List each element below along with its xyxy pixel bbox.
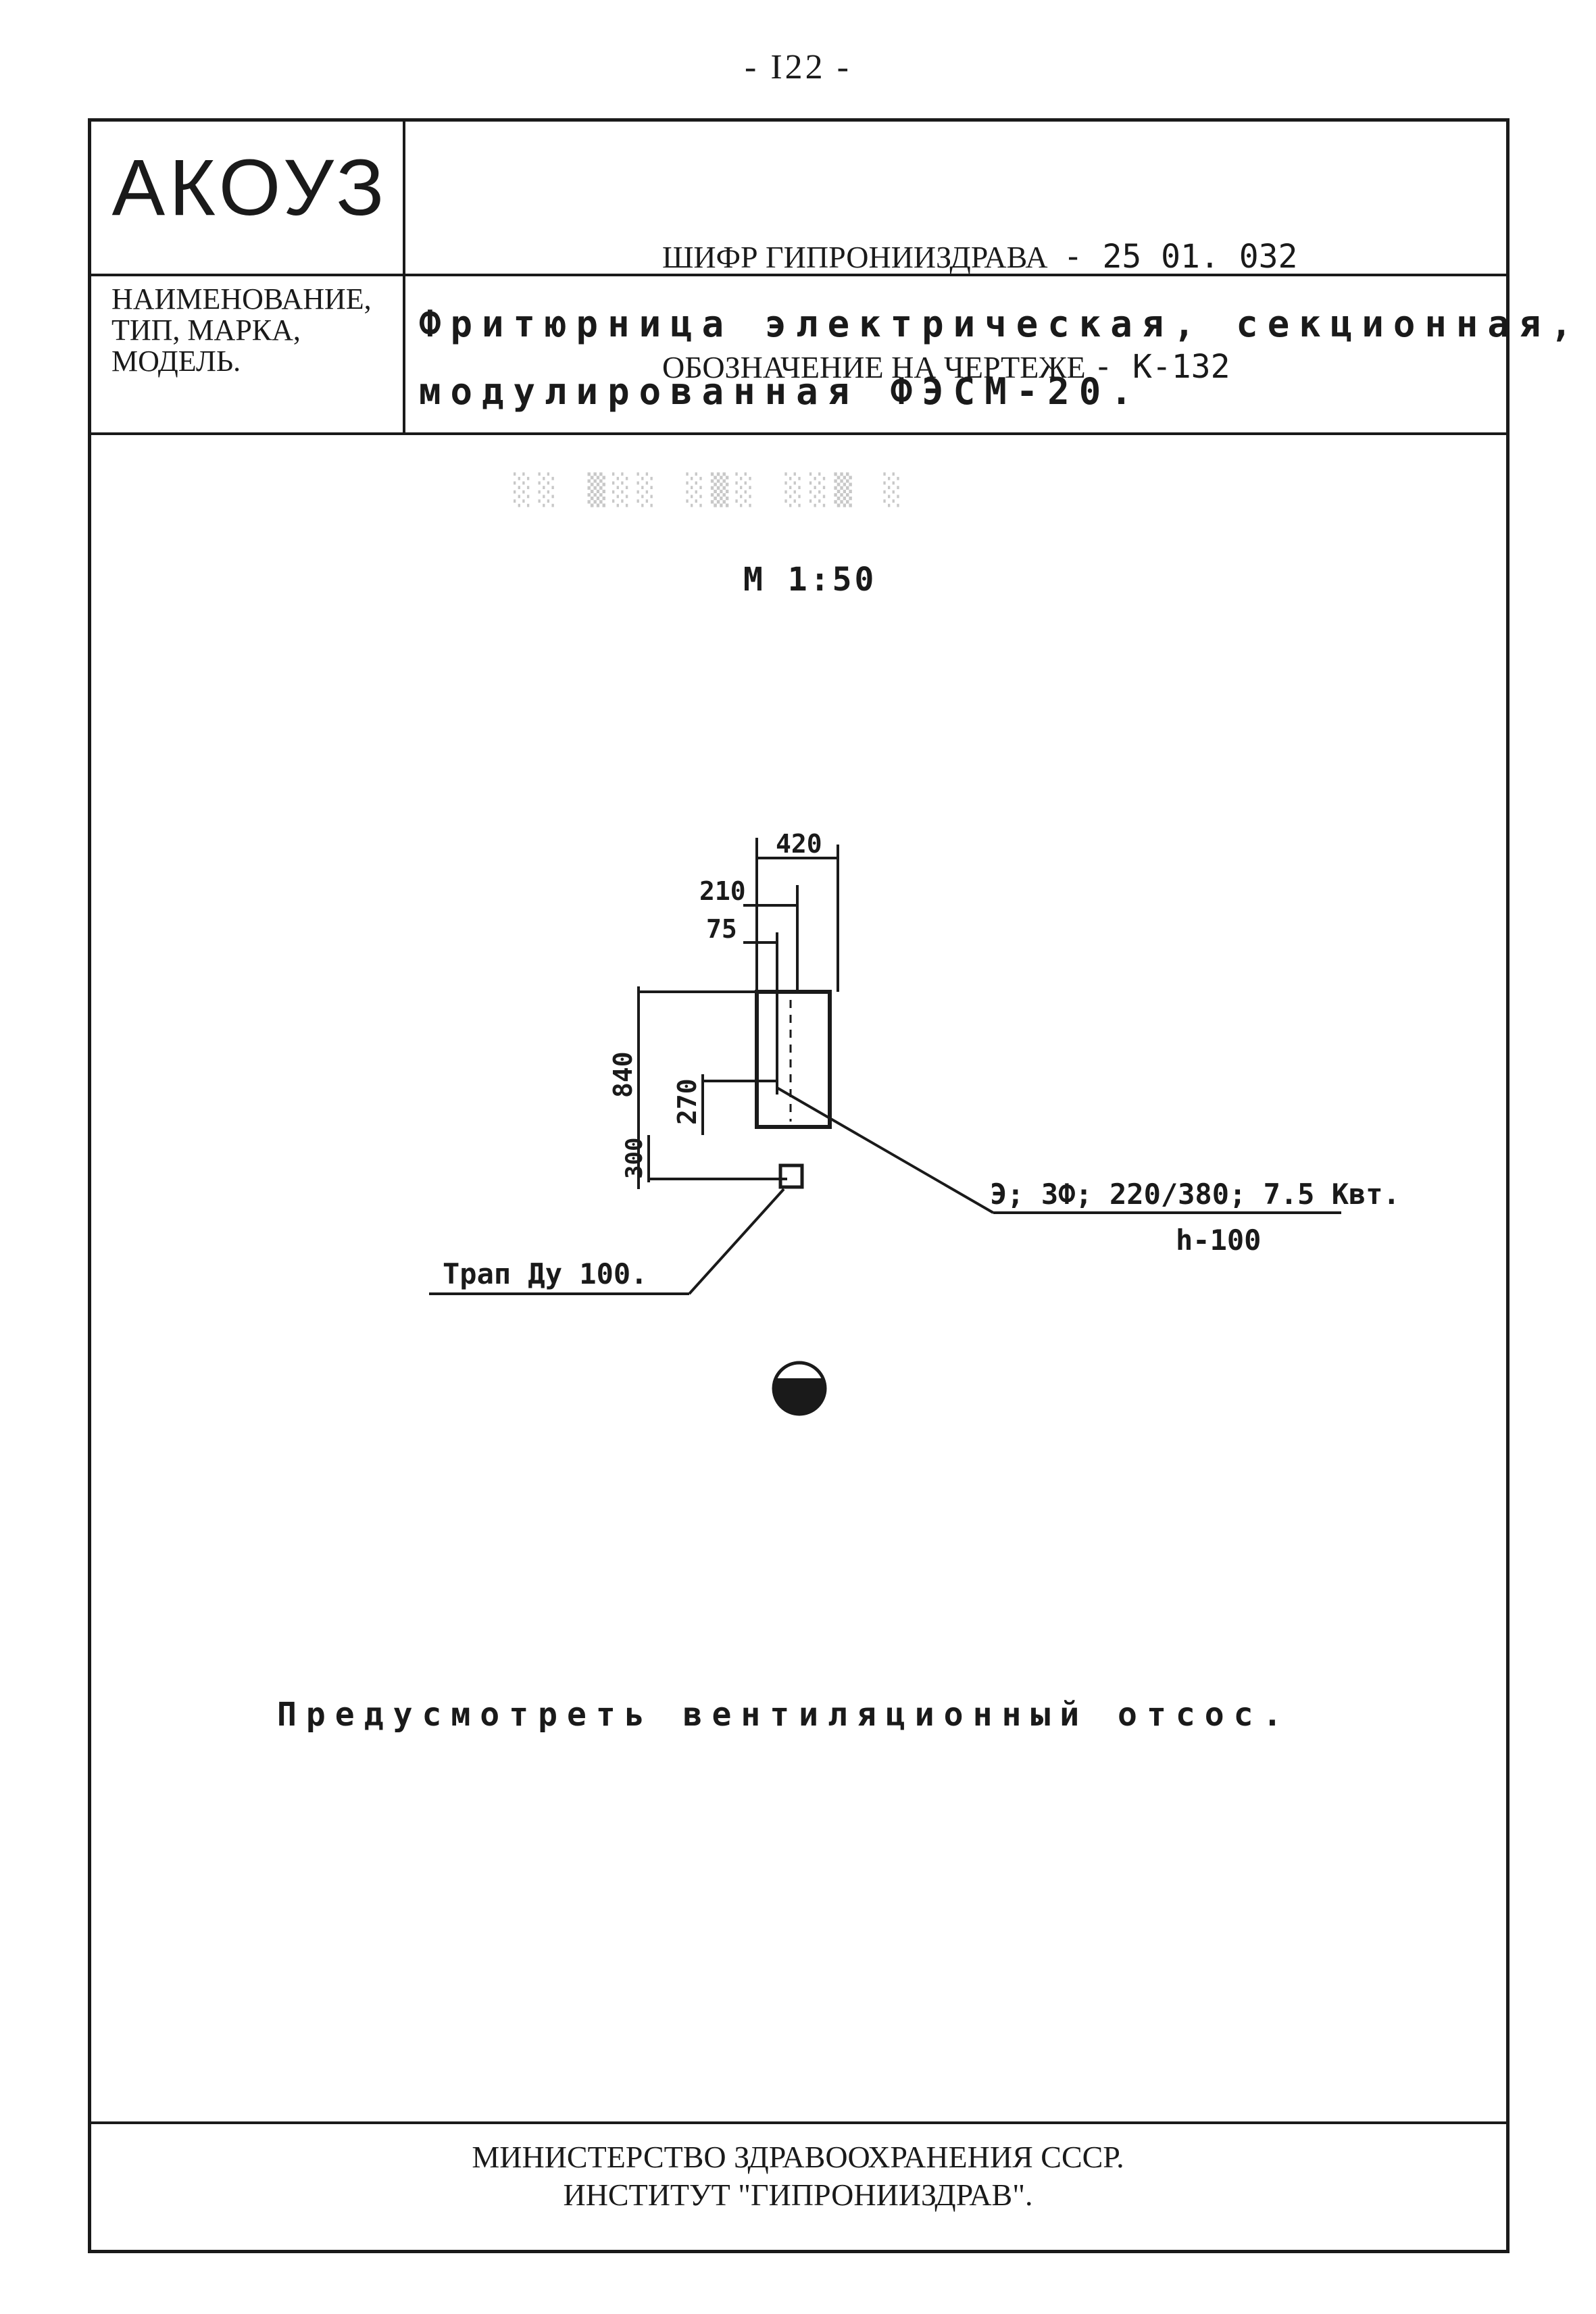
dim-label-300: 300 [621,1138,648,1179]
name-label-line: ТИП, МАРКА, [111,313,301,347]
drain-leader [688,1188,785,1295]
header-column-divider [403,118,405,432]
cipher-value: - 25 01. 032 [1063,238,1298,276]
drain-marker [778,1163,804,1189]
ventilation-exhaust-icon [772,1361,827,1416]
drawing-frame [88,118,1510,2253]
power-leader [776,1086,995,1214]
footer-ministry: МИНИСТЕРСТВО ЗДРАВООХРАНЕНИЯ СССР. [472,2140,1124,2174]
equipment-outline [755,990,832,1129]
cipher-label: ШИФР ГИПРОНИИЗДРАВА [662,240,1048,274]
footer-institute: ИНСТИТУТ "ГИПРОНИИЗДРАВ". [563,2178,1033,2212]
drain-label: Трап Ду 100. [443,1257,647,1290]
organization-logo: АКОУЗ [111,143,389,232]
power-height-label: h-100 [1176,1224,1261,1257]
dim-label-75: 75 [706,914,737,944]
designation-label: ОБОЗНАЧЕНИЕ НА ЧЕРТЕЖЕ [662,350,1086,384]
cipher-block: ШИФР ГИПРОНИИЗДРАВА - 25 01. 032 ОБОЗНАЧ… [662,166,1297,422]
name-label-line: МОДЕЛЬ. [111,345,241,378]
equipment-title-line-1: Фритюрница электрическая, секционная, [419,303,1582,345]
name-label-line: НАИМЕНОВАНИЕ, [111,282,372,316]
header-divider [88,274,1510,276]
footer: МИНИСТЕРСТВО ЗДРАВООХРАНЕНИЯ СССР. ИНСТИ… [0,2138,1596,2214]
name-row-divider [88,432,1510,435]
page-number: - I22 - [745,48,851,86]
equipment-title-line-2: модулированная ФЭСМ-20. [419,370,1142,413]
equipment-title: Фритюрница электрическая, секционная, мо… [419,291,1582,426]
faded-scan-text: ░░ ▒░░ ░▒░ ░░▒ ░ [514,473,908,507]
ventilation-note: Предусмотреть вентиляционный отсос. [277,1696,1292,1734]
dim-label-270: 270 [672,1078,702,1125]
dim-label-210: 210 [699,876,746,906]
drawing-scale: М 1:50 [743,561,877,599]
name-label: НАИМЕНОВАНИЕ, ТИП, МАРКА, МОДЕЛЬ. [111,284,372,377]
footer-divider [88,2121,1510,2124]
designation-value: - К-132 [1093,348,1230,386]
dim-label-840: 840 [608,1051,638,1098]
power-label: Э; 3Ф; 220/380; 7.5 Квт. [990,1178,1400,1211]
dim-label-420: 420 [776,829,822,859]
